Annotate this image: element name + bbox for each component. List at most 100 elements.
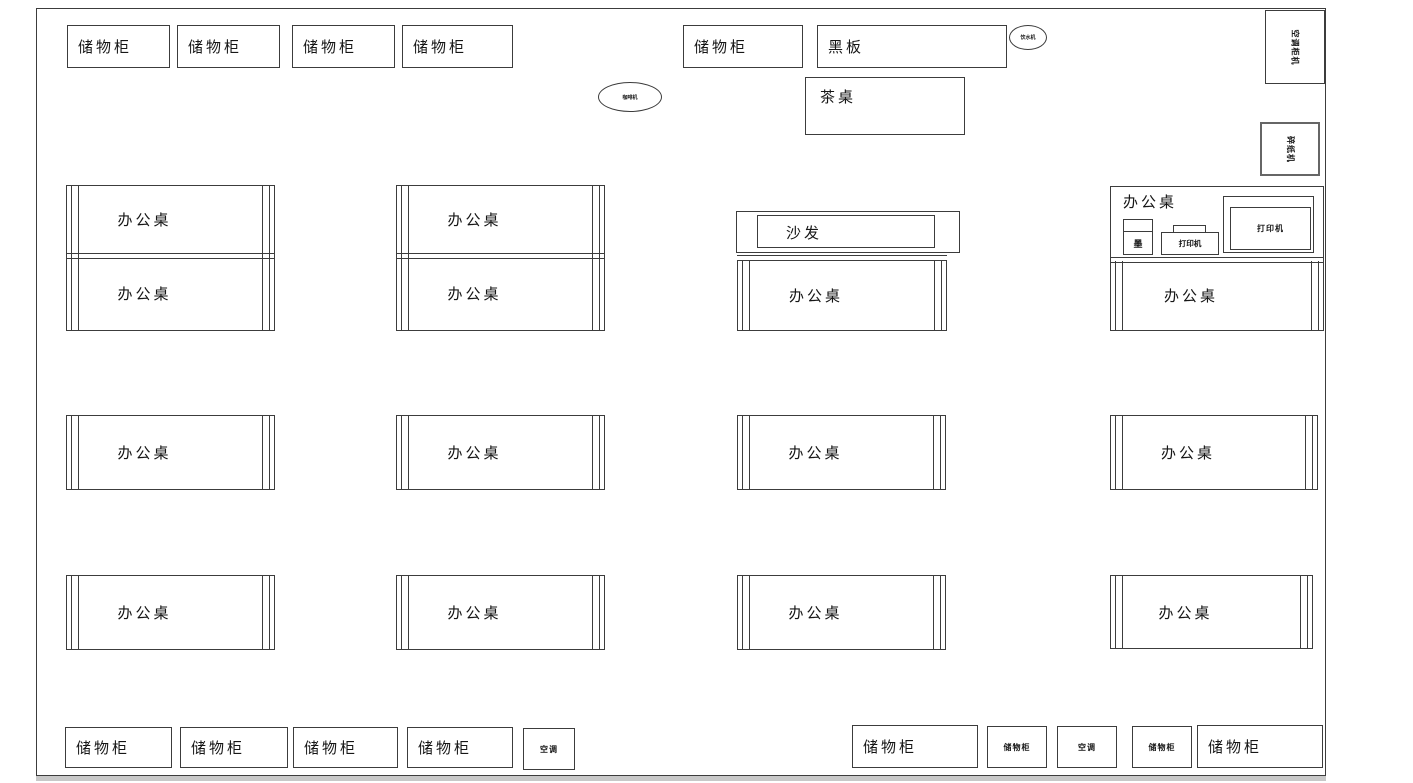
desk-divider-panel: [1115, 416, 1123, 489]
desk-divider-panel: [1115, 576, 1123, 648]
ac-label: 空调: [540, 744, 558, 754]
ac-unit: 空调: [1057, 726, 1117, 768]
desk-single: 办公桌: [737, 260, 947, 331]
cabinet-label: 储物柜: [304, 741, 359, 757]
cabinet-label: 储物柜: [413, 40, 468, 56]
printer-label: 打印机: [1178, 239, 1202, 248]
desk-divider-panel: [742, 261, 750, 330]
storage-cabinet-small: 储物柜: [987, 726, 1047, 768]
desk-label: 办公桌: [447, 287, 502, 303]
cabinet-label: 储物柜: [1148, 742, 1176, 752]
room-outline: [36, 8, 1326, 776]
desk-divider-panel: [933, 576, 941, 649]
cabinet-label: 储物柜: [76, 741, 131, 757]
desk-single: 办公桌: [396, 415, 605, 490]
bottom-wall-shadow: [36, 776, 1326, 781]
cabinet-label: 储物柜: [863, 740, 918, 756]
storage-cabinet: 储物柜: [65, 727, 172, 768]
desk-divider-panel: [71, 416, 79, 489]
coffee-machine-label: 咖啡机: [622, 94, 638, 100]
desk-divider-panel: [1305, 416, 1313, 489]
desk-label: 办公桌: [447, 446, 502, 462]
ink-box: 墨: [1123, 219, 1153, 255]
printer-large: 打印机: [1223, 196, 1314, 253]
desk-divider-panel: [592, 416, 600, 489]
storage-cabinet: 储物柜: [292, 25, 395, 68]
desk-label: 办公桌: [447, 606, 502, 622]
ac-unit: 空调: [523, 728, 575, 770]
water-dispenser-label: 饮水机: [1020, 34, 1036, 41]
desk-single: 办公桌: [737, 575, 946, 650]
desk-label: 办公桌: [1160, 446, 1215, 462]
desk-divider-panel: [71, 576, 79, 649]
desk-label: 办公桌: [1158, 605, 1213, 622]
cabinet-label: 储物柜: [303, 40, 358, 56]
desk-divider-panel: [1311, 261, 1319, 330]
desk-pair-divider: [67, 253, 274, 259]
desk-single: 办公桌: [1110, 415, 1318, 490]
storage-cabinet: 储物柜: [180, 727, 288, 768]
cabinet-label: 储物柜: [191, 741, 246, 757]
storage-cabinet-small: 储物柜: [1132, 726, 1192, 768]
cabinet-label: 储物柜: [1003, 742, 1031, 752]
sofa: 沙发: [757, 215, 935, 248]
storage-cabinet: 储物柜: [177, 25, 280, 68]
desk-divider-panel: [1300, 576, 1308, 648]
storage-cabinet: 储物柜: [1197, 725, 1323, 768]
ac-label: 空调: [1078, 742, 1096, 752]
storage-cabinet: 储物柜: [407, 727, 513, 768]
water-dispenser: 饮水机: [1009, 25, 1047, 50]
tea-table: 茶桌: [805, 77, 965, 135]
cabinet-label: 储物柜: [418, 741, 473, 757]
desk-label: 办公桌: [117, 213, 172, 229]
sofa-outline: 沙发: [736, 211, 960, 253]
desk-divider-panel: [934, 261, 942, 330]
desk-pair: 办公桌 办公桌: [396, 185, 605, 331]
desk-divider-panel: [1115, 261, 1123, 330]
desk-divider-panel: [262, 576, 270, 649]
desk-single: 办公桌: [737, 415, 946, 490]
desk-label: 办公桌: [447, 213, 502, 229]
desk-single: 办公桌: [66, 415, 275, 490]
sofa-label: 沙发: [786, 226, 823, 242]
storage-cabinet: 储物柜: [402, 25, 513, 68]
desk-single: 办公桌: [1110, 575, 1313, 649]
desk-pair: 办公桌 办公桌: [66, 185, 275, 331]
blackboard: 黑板: [817, 25, 1007, 68]
desk-divider-panel: [742, 416, 750, 489]
cabinet-label: 储物柜: [78, 40, 133, 56]
cabinet-label: 储物柜: [188, 40, 243, 56]
ink-label: 墨: [1133, 238, 1143, 249]
cabinet-label: 储物柜: [1208, 740, 1263, 756]
ac-cabinet-label: 空调柜机: [1290, 29, 1300, 65]
storage-cabinet: 储物柜: [67, 25, 170, 68]
desk-pair-divider: [1111, 257, 1323, 263]
desk-label: 办公桌: [117, 446, 172, 462]
storage-cabinet: 储物柜: [852, 725, 978, 768]
printer-desk-cluster: 办公桌 墨 打印机 打印机 办公桌: [1110, 186, 1324, 331]
desk-label: 办公桌: [1123, 195, 1178, 211]
desk-label: 办公桌: [788, 446, 843, 462]
desk-label: 办公桌: [1163, 289, 1218, 305]
printer-small: 打印机: [1161, 232, 1219, 255]
desk-divider-panel: [401, 576, 409, 649]
printer-label: 打印机: [1257, 224, 1284, 233]
desk-pair-divider: [397, 253, 604, 259]
desk-single: 办公桌: [396, 575, 605, 650]
tea-table-label: 茶桌: [820, 90, 857, 106]
shredder-label: 碎纸机: [1285, 135, 1295, 163]
cabinet-label: 储物柜: [694, 40, 749, 56]
desk-label: 办公桌: [117, 606, 172, 622]
storage-cabinet: 储物柜: [293, 727, 398, 768]
desk-label: 办公桌: [117, 287, 172, 303]
desk-divider-panel: [262, 416, 270, 489]
desk-divider-panel: [742, 576, 750, 649]
blackboard-label: 黑板: [828, 40, 865, 56]
desk-divider-panel: [401, 416, 409, 489]
coffee-machine: 咖啡机: [598, 82, 662, 112]
printer-large-inner: 打印机: [1230, 207, 1311, 250]
desk-divider-panel: [933, 416, 941, 489]
ac-cabinet: 空调柜机: [1265, 10, 1325, 84]
desk-label: 办公桌: [788, 289, 843, 305]
storage-cabinet: 储物柜: [683, 25, 803, 68]
